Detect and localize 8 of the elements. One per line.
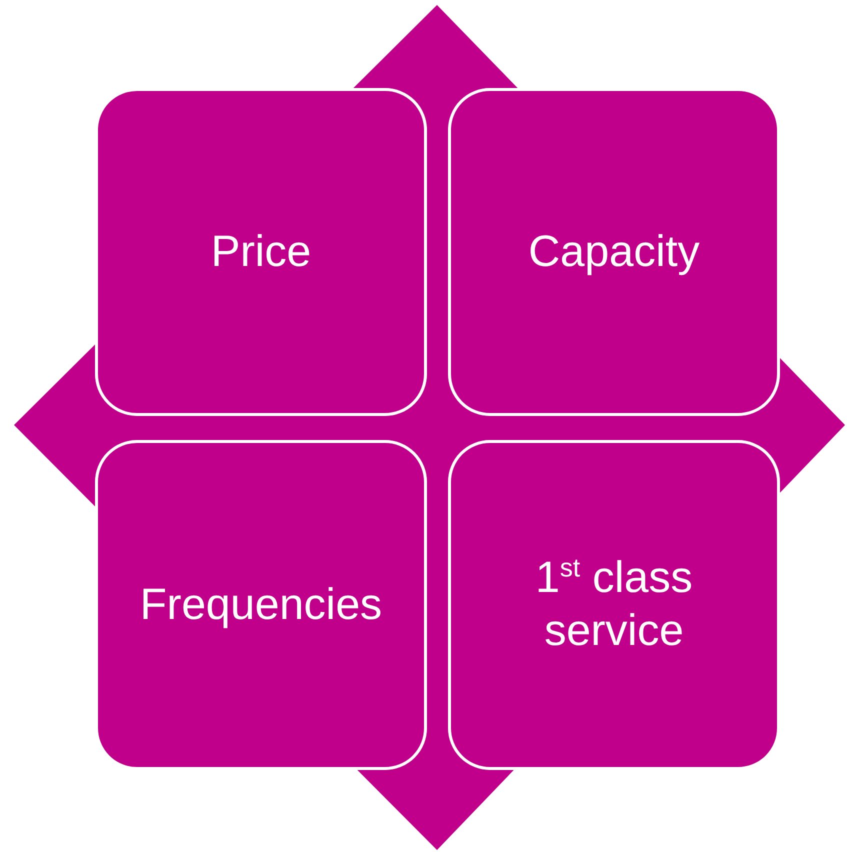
rounded-square <box>95 440 427 770</box>
node-label: Frequencies <box>138 578 384 631</box>
node-label: Price <box>210 226 312 278</box>
rounded-square <box>448 88 780 416</box>
node-label: Capacity <box>527 226 701 278</box>
rounded-square <box>448 440 780 770</box>
node-label: 1$^{st}$ class service <box>534 552 694 657</box>
rounded-square <box>95 88 427 416</box>
